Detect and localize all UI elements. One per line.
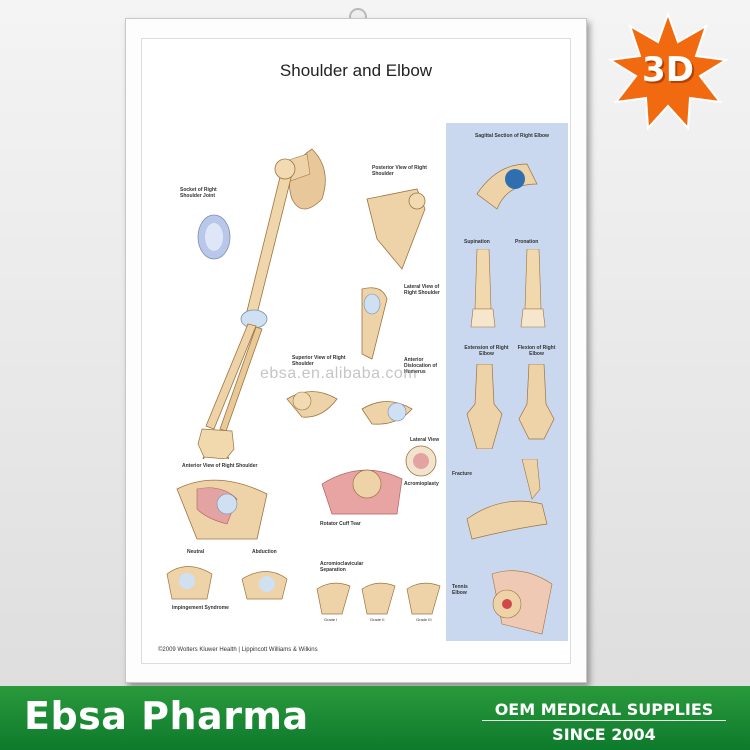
caption-sagittal: Sagittal Section of Right Elbow bbox=[475, 133, 549, 139]
ac-separation-grade1 bbox=[316, 582, 351, 615]
tagline-divider bbox=[482, 720, 726, 721]
caption-socket: Socket of Right Shoulder Joint bbox=[180, 187, 217, 199]
scapula-posterior-illustration bbox=[366, 188, 426, 270]
caption-anterior-dislocation: Anterior Dislocation of Humerus bbox=[404, 357, 438, 375]
caption-flexion: Flexion of Right Elbow bbox=[517, 345, 556, 357]
caption-tennis-elbow: Tennis Elbow bbox=[452, 584, 468, 596]
arm-skeleton-illustration bbox=[197, 148, 326, 459]
dislocation-illustration bbox=[361, 401, 413, 425]
brand-banner bbox=[0, 686, 750, 750]
caption-rotator-cuff: Rotator Cuff Tear bbox=[320, 521, 361, 527]
fracture-illustration bbox=[466, 459, 548, 540]
scapula-lateral-illustration bbox=[361, 287, 388, 360]
anterior-view-illustration bbox=[176, 479, 268, 540]
rotator-cuff-illustration bbox=[321, 469, 403, 515]
starburst-badge-icon bbox=[608, 12, 728, 131]
abduction-illustration bbox=[241, 571, 288, 600]
caption-grade2: Grade II bbox=[370, 617, 385, 622]
flexion-elbow-illustration bbox=[518, 364, 555, 440]
superior-view-illustration bbox=[286, 391, 338, 418]
caption-superior: Superior View of Right Shoulder bbox=[292, 355, 346, 367]
badge-3d-label: 3D bbox=[642, 50, 694, 90]
caption-acromioplasty: Acromioplasty bbox=[404, 481, 439, 487]
supination-illustration bbox=[470, 249, 496, 328]
lateral-view-zoom-circle bbox=[405, 445, 437, 477]
tennis-elbow-illustration bbox=[491, 570, 553, 635]
sagittal-elbow-illustration bbox=[476, 163, 538, 210]
elbow-side-panel bbox=[446, 123, 568, 641]
watermark: ebsa.en.alibaba.com bbox=[260, 365, 418, 382]
caption-abduction: Abduction bbox=[252, 549, 277, 555]
tagline-since: SINCE 2004 bbox=[552, 725, 656, 744]
caption-extension: Extension of Right Elbow bbox=[464, 345, 509, 357]
caption-lateral: Lateral View of Right Shoulder bbox=[404, 284, 440, 296]
caption-fracture: Fracture bbox=[452, 471, 473, 477]
ac-separation-grade3 bbox=[406, 582, 441, 615]
brand-name: Ebsa Pharma bbox=[24, 694, 309, 738]
anatomy-poster: Shoulder and Elbow bbox=[141, 38, 571, 664]
poster-title: Shoulder and Elbow bbox=[279, 61, 433, 80]
neutral-illustration bbox=[166, 566, 213, 600]
caption-anterior-view: Anterior View of Right Shoulder bbox=[182, 463, 258, 469]
ac-separation-grade2 bbox=[361, 582, 396, 615]
pronation-illustration bbox=[520, 249, 546, 328]
extension-elbow-illustration bbox=[466, 364, 503, 449]
caption-posterior: Posterior View of Right Shoulder bbox=[372, 165, 427, 177]
shoulder-socket-illustration bbox=[197, 214, 231, 260]
caption-neutral: Neutral bbox=[187, 549, 205, 555]
caption-pronation: Pronation bbox=[515, 239, 539, 245]
caption-grade1: Grade I bbox=[324, 617, 338, 622]
caption-ac-separation: Acromioclavicular Separation bbox=[320, 561, 364, 573]
caption-grade3: Grade III bbox=[416, 617, 432, 622]
copyright-line: ©2009 Wolters Kluwer Health | Lippincott… bbox=[158, 647, 318, 653]
caption-lateral-view: Lateral View bbox=[410, 437, 440, 443]
caption-impingement: Impingement Syndrome bbox=[172, 605, 229, 611]
tagline-oem: OEM MEDICAL SUPPLIES bbox=[494, 700, 714, 719]
caption-supination: Supination bbox=[464, 239, 490, 245]
